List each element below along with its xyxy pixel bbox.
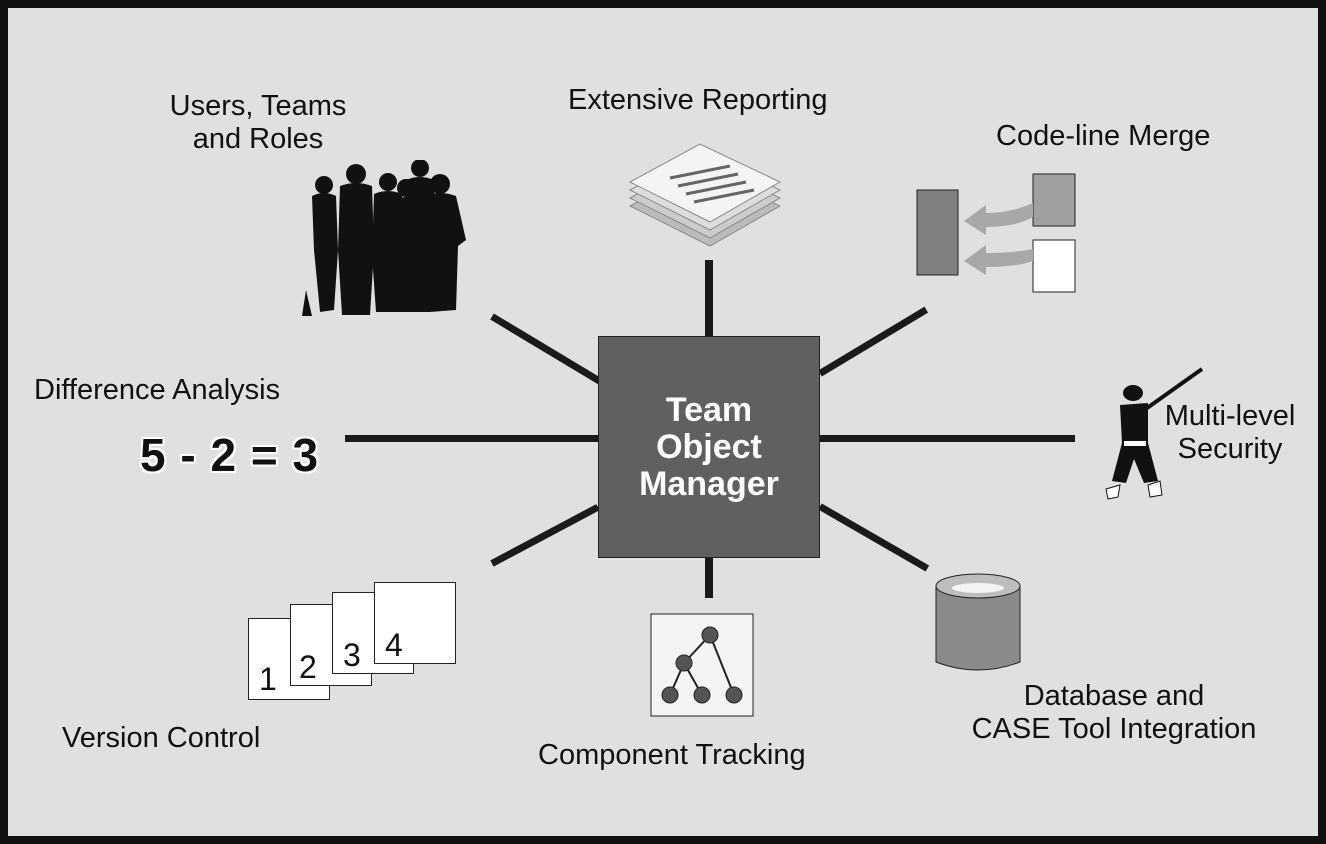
label-database-case: Database and CASE Tool Integration [971, 680, 1257, 745]
spoke-tracking [705, 558, 713, 598]
version-page-4: 4 [374, 582, 456, 664]
label-difference-analysis: Difference Analysis [34, 374, 281, 406]
spoke-security [820, 435, 1075, 442]
spoke-difference [345, 435, 598, 442]
label-component-tracking: Component Tracking [538, 739, 806, 771]
component-tree-icon [650, 613, 754, 717]
people-group-icon [302, 160, 466, 316]
label-extensive-reporting: Extensive Reporting [568, 84, 828, 116]
database-cylinder-icon [935, 573, 1021, 671]
hub-title: Team Object Manager [639, 390, 779, 503]
code-merge-icon [916, 173, 1076, 293]
spoke-merge [818, 306, 929, 377]
spoke-database [818, 503, 930, 572]
spoke-reporting [705, 260, 713, 338]
spoke-users [490, 313, 602, 385]
spoke-version [490, 504, 600, 567]
label-code-line-merge: Code-line Merge [996, 120, 1211, 152]
difference-equation: 5 - 2 = 3 [140, 429, 320, 481]
label-multi-level-security: Multi-level Security [1164, 400, 1296, 465]
label-users-teams-roles: Users, Teams and Roles [169, 90, 347, 155]
report-stack-icon [628, 143, 782, 247]
label-version-control: Version Control [62, 722, 261, 754]
hub-box: Team Object Manager [598, 336, 820, 558]
security-guard-icon [1105, 367, 1204, 500]
